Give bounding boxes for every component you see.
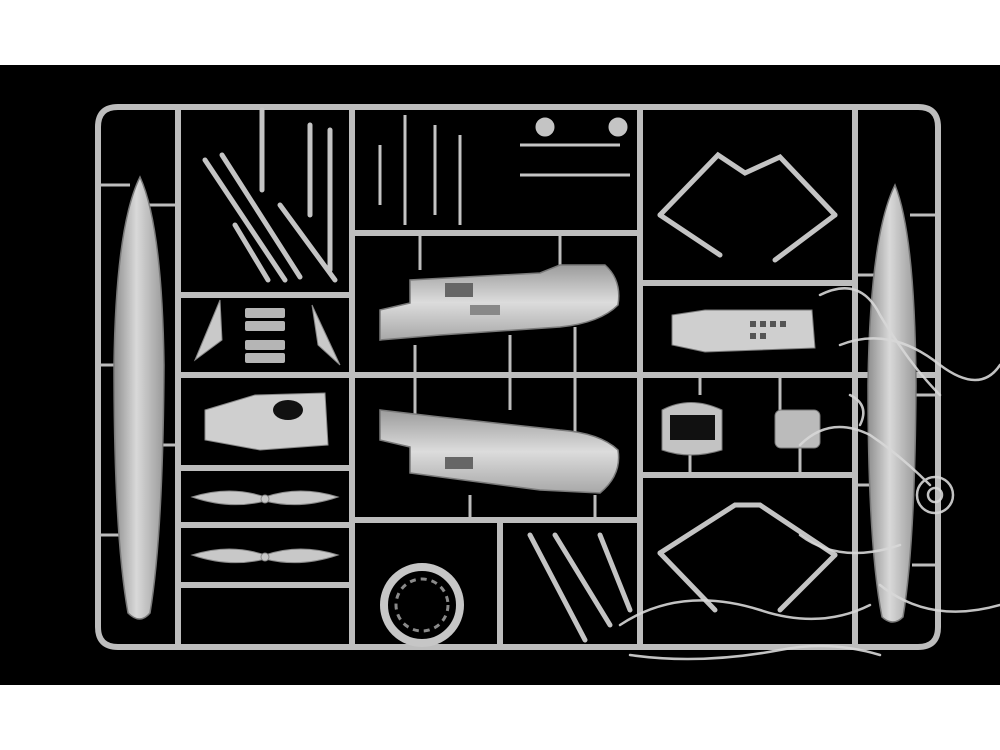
left-float [113,175,165,620]
cabin-part [671,309,816,353]
fuselage-half-lower [379,409,620,494]
sprue-frame [95,104,941,650]
cabane-struts [657,151,838,263]
tail-fins [193,299,341,366]
engine-block [774,409,821,449]
bottom-struts [527,532,633,643]
fuselage-half-upper [379,264,620,341]
watermark-logo [618,287,1000,661]
right-float [867,183,917,623]
engine-cowling-ring [380,563,464,647]
engine-cylinders [245,308,285,363]
propellers [190,490,340,564]
wing-struts [202,107,338,283]
sprue-photo [0,65,1000,685]
small-parts [378,115,630,225]
